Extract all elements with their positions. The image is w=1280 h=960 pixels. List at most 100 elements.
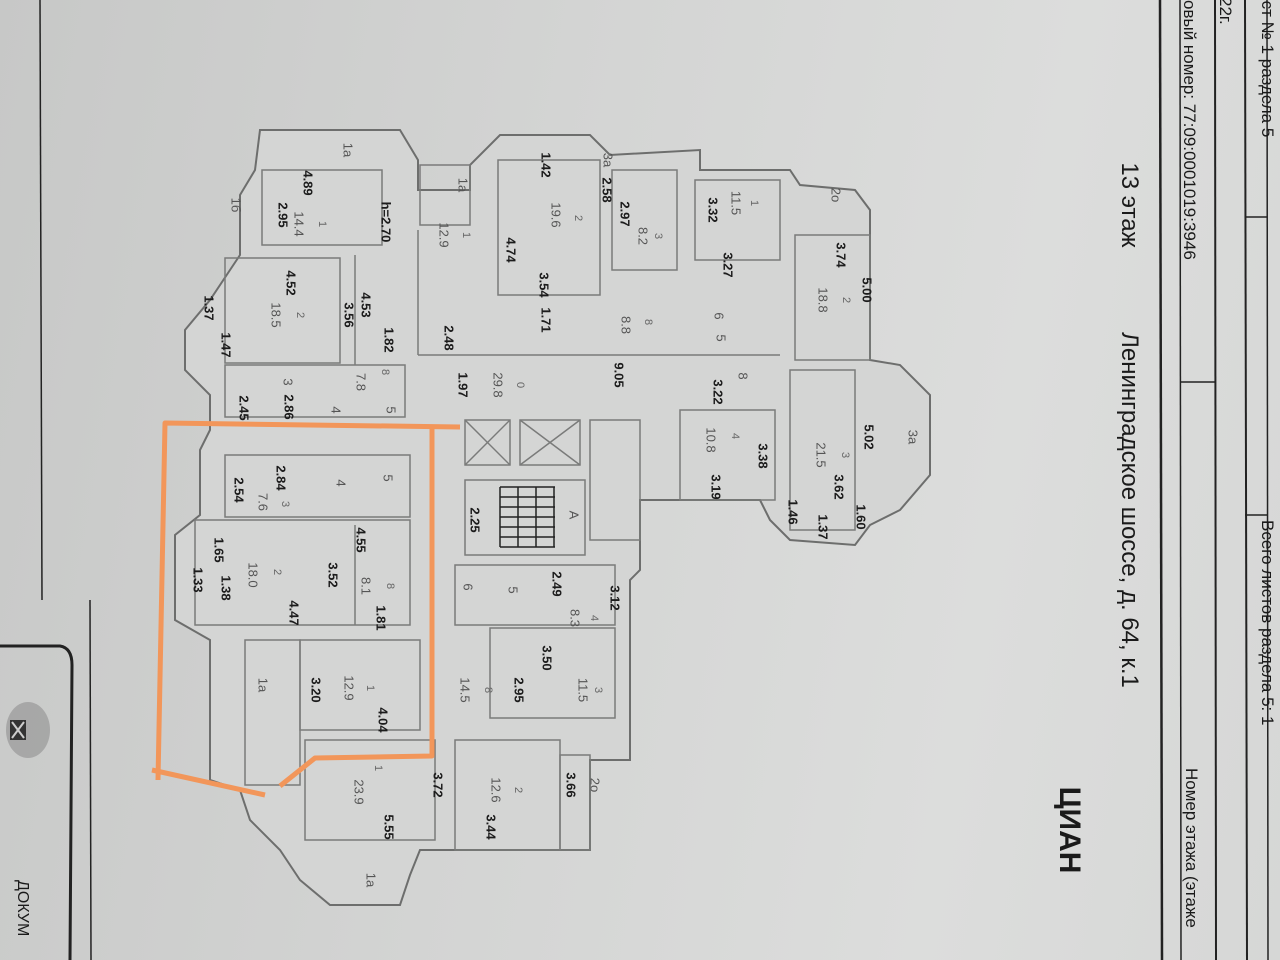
dimension-label: 1.42 [539,152,554,177]
room-area-label: 4 [329,406,344,413]
room-area-label: 5 [714,334,729,341]
dimension-label: 1.65 [212,537,227,562]
room-area-label: 7.6 [256,493,271,511]
room-index-label: 1 [372,765,384,771]
room-area-label: 8.8 [619,316,634,334]
staircase [499,486,555,548]
room-area-label: 10.8 [704,427,719,452]
room-index-label: 4 [588,615,600,621]
room-index-label: 8 [379,369,391,375]
dimension-label: 3.66 [564,772,579,797]
dimension-label: 2.86 [282,394,297,419]
room-area-label: 7.8 [354,373,369,391]
room-area-label: 12.9 [342,675,357,700]
coat-of-arms-emblem [6,702,50,758]
room-area-label: 12.6 [489,777,504,802]
dimension-label: 1.46 [786,499,801,524]
room-area-label: 8.2 [636,227,651,245]
room-area-label: 11.5 [729,191,744,215]
room-area-label: 6 [461,583,476,590]
dimension-label: 3.20 [309,677,324,702]
dimension-label: 3.72 [431,772,446,797]
dimension-label: h=2.70 [379,202,394,243]
dimension-label: 3.56 [342,302,357,327]
document-fragment: ДОКУМ [14,880,31,936]
address-title: Ленинградское шоссе, д. 64, к.1 [1116,332,1143,688]
dimension-label: 2.58 [600,177,615,202]
dimension-label: 3.50 [540,645,555,670]
room-index-label: 2 [294,312,306,318]
room-index-label: 1 [460,232,472,238]
dimension-label: 3.19 [709,474,724,499]
room-index-label: 8 [642,319,654,325]
dimension-label: 2.95 [276,202,291,227]
dimension-label: 2.54 [232,477,247,503]
room-index-label: 2 [271,569,283,575]
room-area-label: 3а [906,430,921,445]
room-index-label: 4 [729,433,741,439]
room-area-label: 8.3 [568,609,583,627]
room-area-label: 8 [736,372,751,379]
dimension-label: 3.32 [706,197,721,222]
room-index-label: 8 [384,583,396,589]
dimension-label: 4.53 [359,292,374,317]
dimension-label: 4.74 [504,237,519,263]
dimension-label: 5.00 [860,277,875,302]
room-index-label: 2 [572,215,584,221]
dimension-label: 2.97 [618,201,633,226]
room-area-label: 3 [281,378,296,385]
dimension-label: 3.22 [711,379,726,404]
dimension-label: 4.47 [287,600,302,625]
room-index-label: 3 [592,687,604,693]
apartment-highlight-outline [151,420,461,798]
dimension-label: 1.97 [456,372,471,397]
floor-number-label: Номер этажа (этаже [1182,768,1201,928]
dimension-label: 1.37 [202,295,217,320]
dimension-label: 3.74 [834,242,849,268]
total-sheets-label: Всего листов раздела 5: 1 [1258,520,1277,725]
floor-title: 13 этаж [1116,162,1143,247]
room-area-label: 5 [506,586,521,593]
dimension-label: 3.54 [537,272,552,298]
dimension-label: 5.55 [382,814,397,839]
dimension-label: 4.52 [284,270,299,295]
room-index-label: 1 [316,221,328,227]
room-index-label: 0 [514,382,526,388]
room-area-label: 18.5 [269,302,284,327]
watermark: ЦИАН [1053,787,1086,874]
dimension-label: 4.89 [301,170,316,195]
dimension-label: 4.55 [354,527,369,552]
room-area-label: 5 [384,406,399,413]
dimension-label: 2.25 [468,507,483,532]
dimension-label: 1.33 [191,567,206,592]
dimension-label: 9.05 [612,362,627,387]
room-area-label: 1а [256,678,271,693]
sheet-label: Лист № 1 раздела 5 [1258,0,1277,137]
room-area-label: 12.9 [437,222,452,247]
room-partitions [194,159,871,851]
room-index-label: 1 [748,200,760,206]
room-index-label: 1 [364,685,376,691]
room-index-label: 2 [512,787,524,793]
cadastral-number: овый номер: 77:09:0001019:3946 [1180,0,1199,260]
room-area-label: 1б [229,198,244,213]
room-area-label: 29.8 [491,372,506,397]
room-index-label: 3 [652,233,664,239]
room-area-label: 11.5 [576,678,591,702]
dimension-label: 4.04 [376,707,391,733]
room-area-label: 21.5 [814,442,829,467]
dimension-label: 2.95 [512,677,527,702]
dimension-label: 2.49 [550,571,565,596]
dimension-label: 2.48 [442,325,457,350]
dimension-label: 2.45 [237,395,252,420]
room-area-label: 8.1 [359,577,374,595]
room-area-label: 1а [341,143,356,158]
room-area-label: 2о [588,778,603,792]
room-area-label: 14.5 [458,677,473,702]
dimension-label: 3.52 [326,562,341,587]
room-index-label: 3 [279,501,291,507]
room-index-label: 2 [840,297,852,303]
